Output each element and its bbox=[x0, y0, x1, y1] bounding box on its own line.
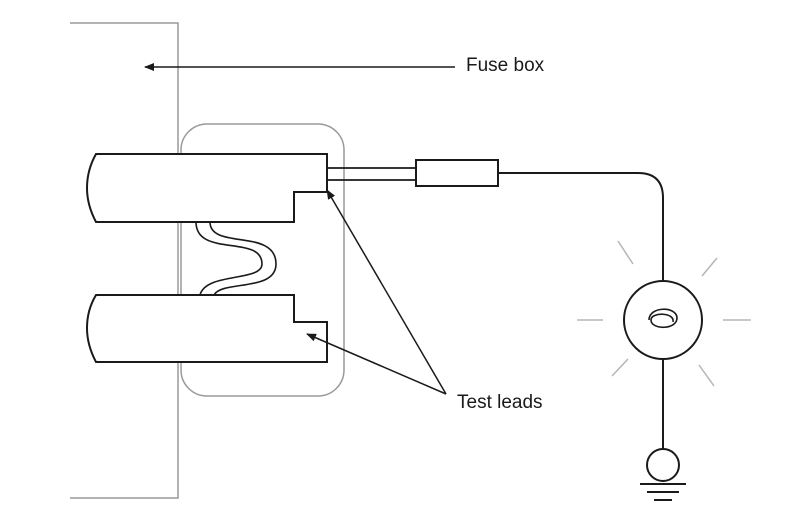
fuse-terminal-upper bbox=[85, 153, 328, 223]
fuse-element bbox=[195, 221, 277, 296]
bulb-filament-icon bbox=[648, 308, 678, 329]
test-light-bulb bbox=[623, 280, 703, 360]
test-leads-label: Test leads bbox=[457, 392, 543, 413]
test-light-handle bbox=[415, 159, 499, 187]
fuse-box-outline bbox=[70, 22, 179, 499]
ground-icon bbox=[640, 483, 686, 501]
test-light-probe bbox=[327, 167, 416, 181]
test-lead-arrow-upper bbox=[326, 189, 447, 395]
fuse-terminal-lower bbox=[85, 294, 328, 363]
light-rays-icon bbox=[577, 240, 751, 387]
fuse-housing bbox=[180, 123, 345, 397]
test-lead-arrow-lower bbox=[306, 333, 447, 395]
fuse-box-label: Fuse box bbox=[466, 55, 545, 76]
test-light-wire bbox=[498, 172, 664, 290]
ground-clip bbox=[646, 448, 680, 482]
